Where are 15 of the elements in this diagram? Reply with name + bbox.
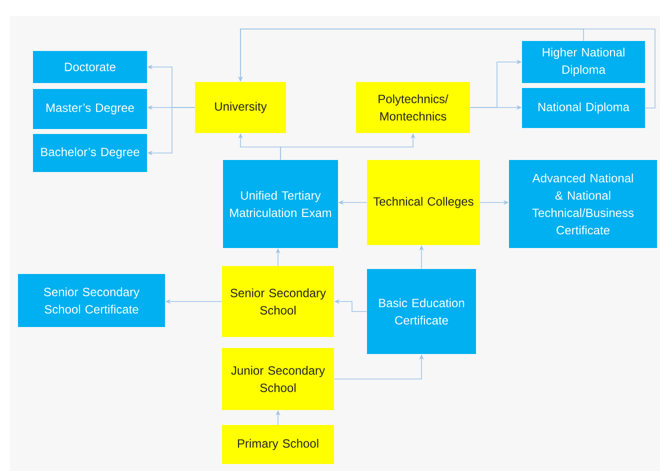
institution-box: Senior Secondary School [222, 266, 334, 337]
credential-box: National Diploma [522, 88, 645, 128]
institution-box: University [195, 82, 286, 133]
credential-box: Master’s Degree [33, 89, 147, 129]
institution-box: Primary School [222, 425, 334, 464]
credential-box: Higher National Diploma [522, 41, 645, 83]
credential-box: Bachelor’s Degree [33, 134, 147, 172]
credential-box: Senior Secondary School Certificate [18, 274, 165, 327]
credential-box: Doctorate [33, 51, 147, 83]
credential-box: Advanced National & National Technical/Business Certificate [509, 160, 657, 248]
institution-box: Junior Secondary School [222, 348, 334, 410]
credential-box: Unified Tertiary Matriculation Exam [223, 160, 338, 248]
institution-box: Technical Colleges [367, 160, 480, 245]
institution-box: Polytechnics/ Montechnics [356, 82, 470, 133]
credential-box: Basic Education Certificate [367, 269, 476, 354]
